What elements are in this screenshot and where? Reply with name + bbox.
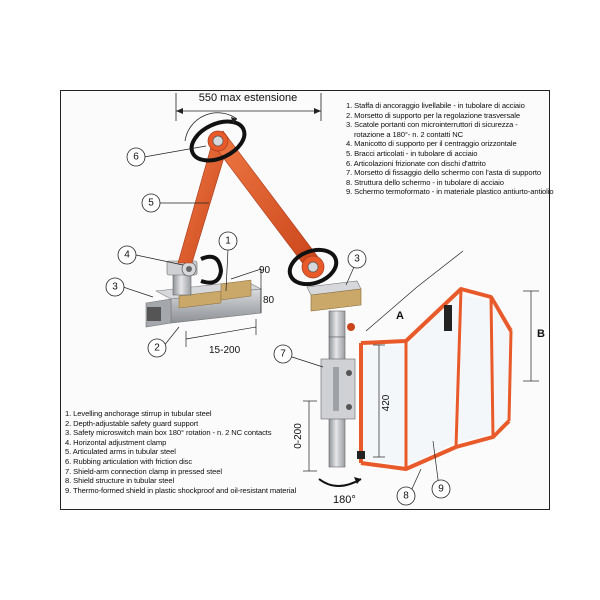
range-0-200-label: 0-200	[293, 423, 304, 449]
legend-en-item: 8. Shield structure in tubular steel	[65, 476, 175, 486]
microswitch-box-right	[306, 280, 362, 338]
legend-en-item: 5. Articulated arms in tubular steel	[65, 447, 176, 457]
dimension-A-label: A	[396, 310, 404, 322]
range-15-200-label: 15-200	[209, 345, 241, 356]
callout-7: 7	[273, 344, 293, 364]
legend-en-item: 7. Shield-arm connection clamp in presse…	[65, 466, 222, 476]
anchorage-stirrup	[145, 279, 262, 328]
callout-3-left: 3	[105, 277, 125, 297]
shield-structure	[357, 287, 513, 471]
legend-en-item: 3. Safety microswitch main box 180° rota…	[65, 428, 272, 438]
callout-4: 4	[117, 245, 137, 265]
legend-it-item: 5. Bracci articolati - in tubolare di ac…	[346, 148, 478, 158]
horizontal-clamp	[166, 254, 224, 296]
callout-leaders	[122, 145, 440, 492]
legend-en-item: 9. Thermo-formed shield in plastic shock…	[65, 485, 297, 495]
rotation-label: 180°	[333, 494, 356, 506]
dimension-B-label: B	[537, 328, 545, 340]
svg-text:6: 6	[133, 152, 139, 163]
legend-it-item: 6. Articolazioni frizionate con dischi d…	[346, 158, 486, 168]
svg-text:8: 8	[403, 491, 409, 502]
svg-text:4: 4	[124, 250, 130, 261]
articulated-arm-lower	[177, 146, 227, 264]
callout-6: 6	[126, 147, 146, 167]
extension-dimension: 550 max estensione	[175, 92, 322, 121]
support-post	[320, 336, 356, 468]
legend-english: 1. Levelling anchorage stirrup in tubula…	[65, 409, 350, 495]
svg-text:3: 3	[112, 282, 118, 293]
bracket-dimensions: 90 80 15-200	[185, 265, 275, 356]
legend-it-item: 7. Morsetto di fissaggio dello schermo c…	[346, 168, 542, 178]
base-rotation: 180°	[318, 477, 362, 506]
dimension-B: B	[523, 290, 545, 382]
svg-text:7: 7	[280, 349, 286, 360]
legend-en-item: 2. Depth-adjustable safety guard support	[65, 418, 199, 428]
callout-9: 9	[431, 479, 451, 499]
diagram-canvas: 550 max estensione 90 80 15-200	[105, 92, 545, 506]
legend-it-item: 9. Schermo termoformato - in materiale p…	[346, 187, 554, 197]
svg-text:2: 2	[154, 343, 160, 354]
legend-en-item: 6. Rubbing articulation with friction di…	[65, 456, 193, 466]
callout-8: 8	[396, 486, 416, 506]
legend-it-item: 2. Morsetto di supporto per la regolazio…	[346, 110, 520, 120]
svg-text:5: 5	[148, 198, 154, 209]
dimension-A: A	[365, 250, 464, 332]
friction-joint-top	[184, 112, 247, 163]
vertical-range-dimension: 0-200	[293, 400, 317, 472]
callout-1: 1	[218, 231, 238, 251]
legend-it-item: 4. Manicotto di supporto per il centragg…	[346, 139, 517, 149]
callout-2: 2	[147, 338, 167, 358]
width-90-label: 90	[259, 265, 271, 276]
legend-it-item: rotazione a 180°- n. 2 contatti NC	[354, 129, 463, 139]
height-420-label: 420	[381, 394, 392, 411]
legend-italian: 1. Staffa di ancoraggio livellabile - in…	[346, 101, 554, 197]
callout-5: 5	[141, 193, 161, 213]
svg-text:3: 3	[354, 254, 360, 265]
dimension-420: 420	[373, 344, 392, 458]
legend-it-item: 3. Scatole portanti con microinterruttor…	[346, 120, 518, 130]
callout-3-right: 3	[347, 249, 367, 269]
legend-it-item: 1. Staffa di ancoraggio livellabile - in…	[346, 101, 525, 110]
extension-label: 550 max estensione	[199, 92, 297, 104]
diagram-frame: 550 max estensione 90 80 15-200	[60, 90, 554, 510]
friction-joint-right	[287, 247, 339, 287]
height-80-label: 80	[263, 295, 275, 306]
legend-it-item: 8. Struttura dello schermo - in tubolare…	[346, 177, 504, 187]
svg-text:9: 9	[438, 484, 444, 495]
legend-en-item: 1. Levelling anchorage stirrup in tubula…	[65, 409, 212, 418]
svg-text:1: 1	[225, 236, 231, 247]
legend-en-item: 4. Horizontal adjustment clamp	[65, 437, 167, 447]
